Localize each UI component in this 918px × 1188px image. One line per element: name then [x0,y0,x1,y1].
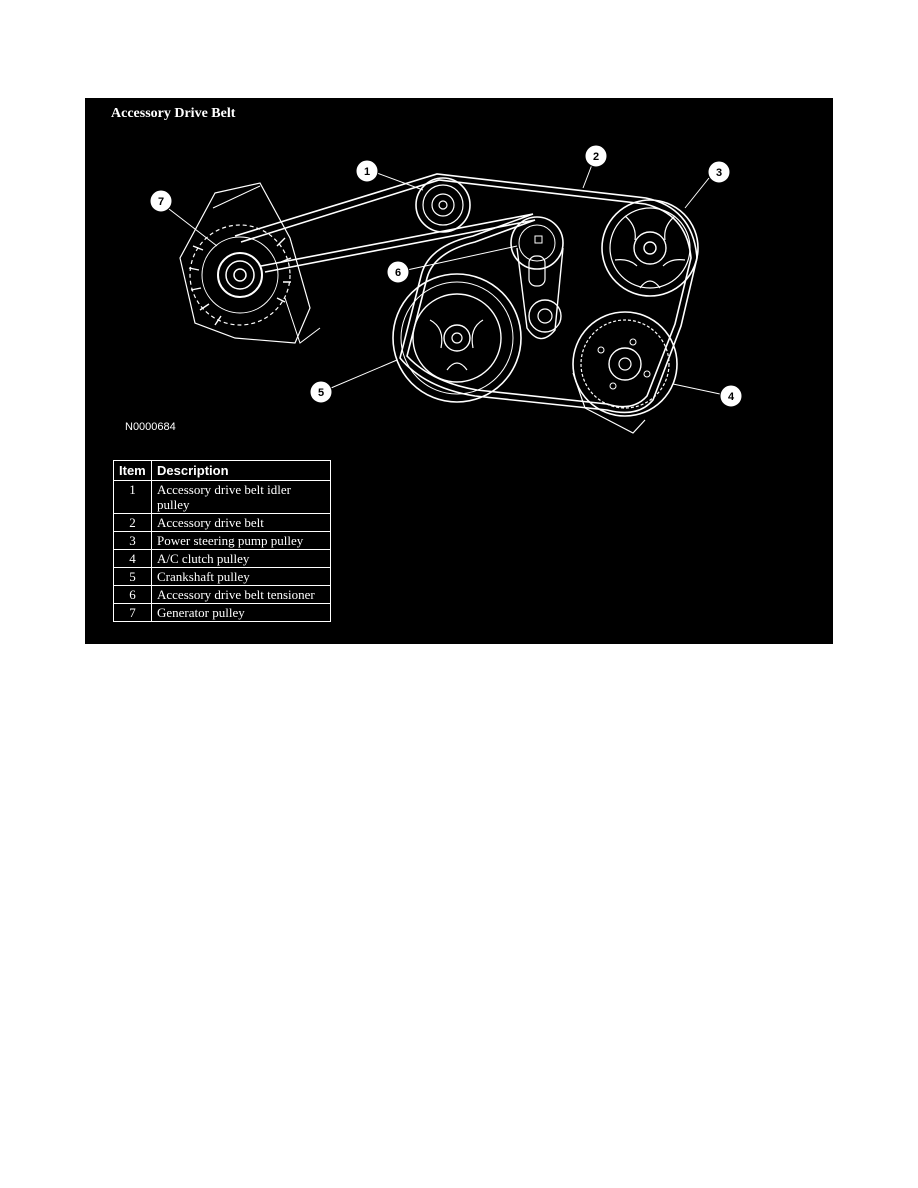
callout-7-label: 7 [158,196,164,208]
figure-title: Accessory Drive Belt [111,106,236,121]
legend-item-number: 6 [113,585,152,604]
callout-1: 1 [355,159,379,183]
legend-item-description: Accessory drive belt idler pulley [151,480,331,514]
callout-3-label: 3 [716,167,722,179]
legend-header-row: Item Description [113,460,331,481]
legend-header-item: Item [113,460,152,481]
legend-item-description: Power steering pump pulley [151,531,331,550]
figure-code: N0000684 [125,421,176,433]
callout-4-label: 4 [728,391,735,403]
ac-clutch-pulley [572,311,678,434]
legend-item-number: 7 [113,603,152,622]
callout-1-label: 1 [364,166,370,178]
table-row: 4 A/C clutch pulley [113,549,331,568]
table-row: 2 Accessory drive belt [113,513,331,532]
callout-2-label: 2 [593,151,599,163]
callout-2: 2 [584,144,608,168]
callout-3: 3 [707,160,731,184]
table-row: 7 Generator pulley [113,603,331,622]
legend-item-number: 5 [113,567,152,586]
generator-pulley [179,182,321,344]
callout-6: 6 [386,260,410,284]
legend-item-number: 2 [113,513,152,532]
accessory-drive-belt [234,173,698,414]
legend-item-description: Accessory drive belt tensioner [151,585,331,604]
callout-5-label: 5 [318,387,324,399]
crankshaft-pulley [392,273,522,403]
power-steering-pump-pulley [601,199,699,297]
legend-item-number: 3 [113,531,152,550]
diagram-figure: Accessory Drive Belt [85,98,833,644]
callout-4: 4 [719,384,743,408]
callout-6-label: 6 [395,267,401,279]
legend-item-description: Generator pulley [151,603,331,622]
callout-7: 7 [149,189,173,213]
legend-item-description: A/C clutch pulley [151,549,331,568]
belt-tensioner [510,216,564,340]
table-row: 6 Accessory drive belt tensioner [113,585,331,604]
legend-item-description: Crankshaft pulley [151,567,331,586]
callout-5: 5 [309,380,333,404]
leader-lines [168,161,721,395]
legend-item-number: 1 [113,480,152,514]
table-row: 3 Power steering pump pulley [113,531,331,550]
legend-header-description: Description [151,460,331,481]
belt-diagram: 1 2 3 4 5 6 7 [149,144,743,434]
legend-item-number: 4 [113,549,152,568]
legend-item-description: Accessory drive belt [151,513,331,532]
table-row: 5 Crankshaft pulley [113,567,331,586]
idler-pulley [415,177,471,233]
table-row: 1 Accessory drive belt idler pulley [113,480,331,514]
legend-table: Item Description 1 Accessory drive belt … [113,460,331,622]
